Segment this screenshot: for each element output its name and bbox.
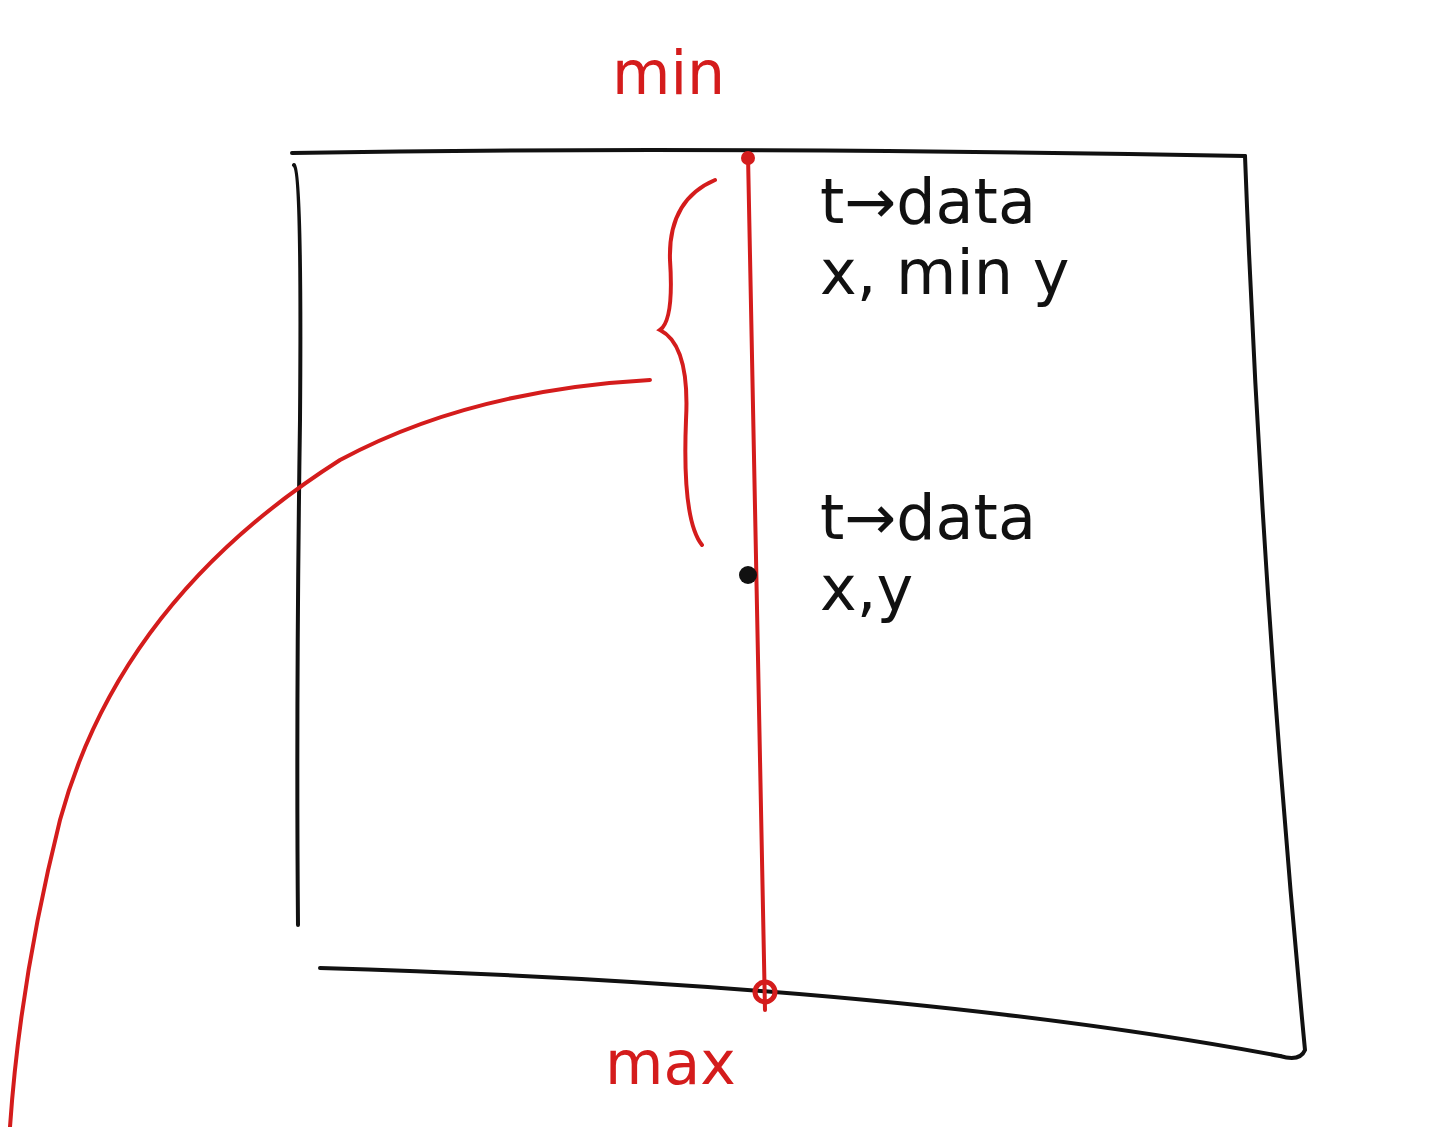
leader-curve: [10, 380, 650, 1127]
region-right-edge: [1245, 156, 1305, 1058]
region-top-edge: [292, 150, 1245, 156]
note-text: t→data x, min y: [820, 166, 1080, 309]
region-box: t→data x, min y t→data x,y: [295, 152, 1295, 1052]
axis-label: min: [612, 40, 725, 106]
data-point: [739, 566, 757, 584]
region-left-edge: [294, 165, 300, 925]
max-point: [755, 982, 775, 1002]
min-point: [741, 151, 755, 165]
span-brace: [660, 180, 715, 545]
region-bottom-edge: [320, 968, 1280, 1056]
axis-label: max: [605, 1030, 736, 1096]
note-text: t→data x,y: [820, 482, 1080, 625]
